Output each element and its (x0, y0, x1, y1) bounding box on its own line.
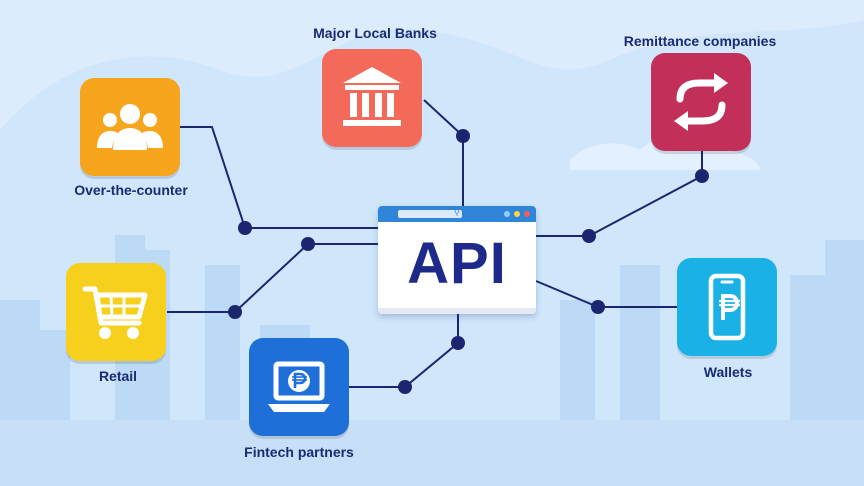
retail-tile (66, 263, 166, 361)
banks-tile (322, 49, 422, 147)
shopping-cart-icon (82, 286, 148, 339)
node-dot-retail-1 (301, 237, 315, 251)
window-dot-blue-icon (504, 211, 510, 217)
node-dot-fintech-2 (398, 380, 412, 394)
node-dot-fintech-1 (451, 336, 465, 350)
search-icon: ⚲ (454, 208, 460, 217)
remittance-tile (651, 53, 751, 151)
api-window-search-bar (398, 210, 462, 218)
api-window-footer (378, 308, 536, 314)
node-dot-banks (456, 129, 470, 143)
people-group-icon (97, 104, 163, 150)
exchange-arrows-icon (674, 73, 728, 131)
mobile-wallet-icon (708, 273, 746, 341)
fintech-label: Fintech partners (244, 444, 354, 460)
node-dot-retail-2 (228, 305, 242, 319)
bank-building-icon (343, 67, 401, 126)
node-dot-wallets (591, 300, 605, 314)
fintech-tile (249, 338, 349, 436)
wallets-tile (677, 258, 777, 356)
otc-label: Over-the-counter (74, 182, 188, 198)
otc-tile (80, 78, 180, 176)
api-window-titlebar: ⚲ (378, 206, 536, 222)
node-dot-otc (238, 221, 252, 235)
window-dot-red-icon (524, 211, 530, 217)
node-dot-remittance-1 (695, 169, 709, 183)
api-label: API (407, 231, 507, 296)
window-dot-yellow-icon (514, 211, 520, 217)
banks-label: Major Local Banks (313, 25, 437, 41)
api-window: ⚲ API (378, 206, 536, 314)
remittance-label: Remittance companies (623, 33, 777, 49)
laptop-peso-icon (268, 361, 330, 412)
retail-label: Retail (98, 368, 138, 384)
wallets-label: Wallets (703, 364, 753, 380)
node-dot-remittance-2 (582, 229, 596, 243)
